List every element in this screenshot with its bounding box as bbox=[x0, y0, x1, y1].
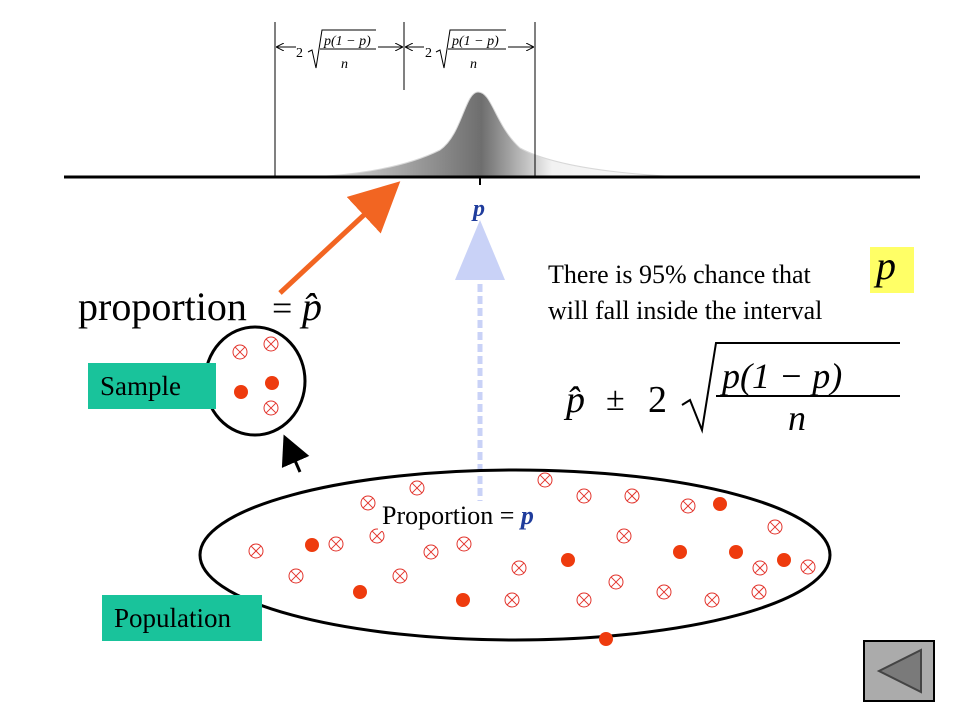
population-to-sample-arrow bbox=[281, 434, 310, 473]
ci-formula-coef: 2 bbox=[648, 379, 667, 421]
sample-formula-eq: = bbox=[272, 288, 292, 328]
success-dot bbox=[234, 385, 248, 399]
failure-marker bbox=[767, 519, 783, 535]
ci-formula-center: p̂ bbox=[563, 379, 585, 421]
failure-marker bbox=[504, 592, 520, 608]
failure-marker bbox=[369, 528, 385, 544]
half-width-formula-left bbox=[307, 29, 376, 69]
failure-marker bbox=[423, 544, 439, 560]
success-dot bbox=[599, 632, 613, 646]
success-dot bbox=[713, 497, 727, 511]
sample-formula-symbol: p̂ bbox=[299, 284, 322, 329]
failure-marker bbox=[704, 592, 720, 608]
p-symbol-highlight bbox=[870, 247, 914, 293]
failure-marker bbox=[752, 560, 768, 576]
failure-marker bbox=[288, 568, 304, 584]
sample-to-distribution-arrow bbox=[278, 181, 401, 295]
failure-marker bbox=[392, 568, 408, 584]
half-width-den-left: n bbox=[341, 57, 348, 72]
failure-marker bbox=[263, 336, 279, 352]
half-width-num-left: p(1 − p) bbox=[323, 34, 371, 49]
back-triangle-icon bbox=[876, 648, 922, 694]
half-width-formula-right bbox=[435, 29, 506, 69]
failure-marker bbox=[511, 560, 527, 576]
population-proportion-symbol: p bbox=[520, 501, 534, 530]
statement-line-2: will fall inside the interval bbox=[548, 296, 823, 325]
ci-formula-radical bbox=[681, 342, 900, 434]
failure-marker bbox=[328, 536, 344, 552]
success-dot bbox=[777, 553, 791, 567]
failure-marker bbox=[608, 574, 624, 590]
ci-formula-den: n bbox=[788, 398, 806, 438]
population-label: Population bbox=[102, 595, 262, 641]
population-markers bbox=[248, 472, 816, 646]
sample-markers bbox=[232, 336, 279, 416]
half-width-den-right: n bbox=[470, 57, 477, 72]
success-dot bbox=[265, 376, 279, 390]
success-dot bbox=[673, 545, 687, 559]
failure-marker bbox=[751, 584, 767, 600]
failure-marker bbox=[800, 559, 816, 575]
failure-marker bbox=[576, 592, 592, 608]
axis-p-label: p bbox=[471, 196, 485, 222]
failure-marker bbox=[232, 344, 248, 360]
statement-p-symbol: p bbox=[876, 243, 896, 288]
ci-formula-num: p(1 − p) bbox=[719, 356, 842, 396]
sample-label: Sample bbox=[88, 363, 216, 409]
half-width-coef-left: 2 bbox=[296, 46, 303, 61]
failure-marker bbox=[409, 480, 425, 496]
failure-marker bbox=[656, 584, 672, 600]
failure-marker bbox=[360, 495, 376, 511]
success-dot bbox=[456, 593, 470, 607]
failure-marker bbox=[616, 528, 632, 544]
failure-marker bbox=[576, 488, 592, 504]
failure-marker bbox=[263, 400, 279, 416]
statement-line-1: There is 95% chance that bbox=[548, 260, 811, 289]
sample-ellipse bbox=[203, 325, 307, 437]
success-dot bbox=[305, 538, 319, 552]
success-dot bbox=[729, 545, 743, 559]
population-proportion-label: Proportion = p bbox=[378, 501, 538, 531]
half-width-coef-right: 2 bbox=[425, 46, 432, 61]
population-proportion-text: Proportion = bbox=[382, 501, 515, 530]
failure-marker bbox=[537, 472, 553, 488]
failure-marker bbox=[680, 498, 696, 514]
half-width-num-right: p(1 − p) bbox=[451, 34, 499, 49]
failure-marker bbox=[456, 536, 472, 552]
population-ellipse bbox=[198, 468, 832, 642]
ci-formula-pm: ± bbox=[606, 381, 625, 418]
success-dot bbox=[353, 585, 367, 599]
failure-marker bbox=[624, 488, 640, 504]
sample-formula-word: proportion bbox=[78, 284, 247, 329]
failure-marker bbox=[248, 543, 264, 559]
back-button[interactable] bbox=[863, 640, 935, 702]
sampling-distribution-curve bbox=[269, 91, 741, 179]
success-dot bbox=[561, 553, 575, 567]
